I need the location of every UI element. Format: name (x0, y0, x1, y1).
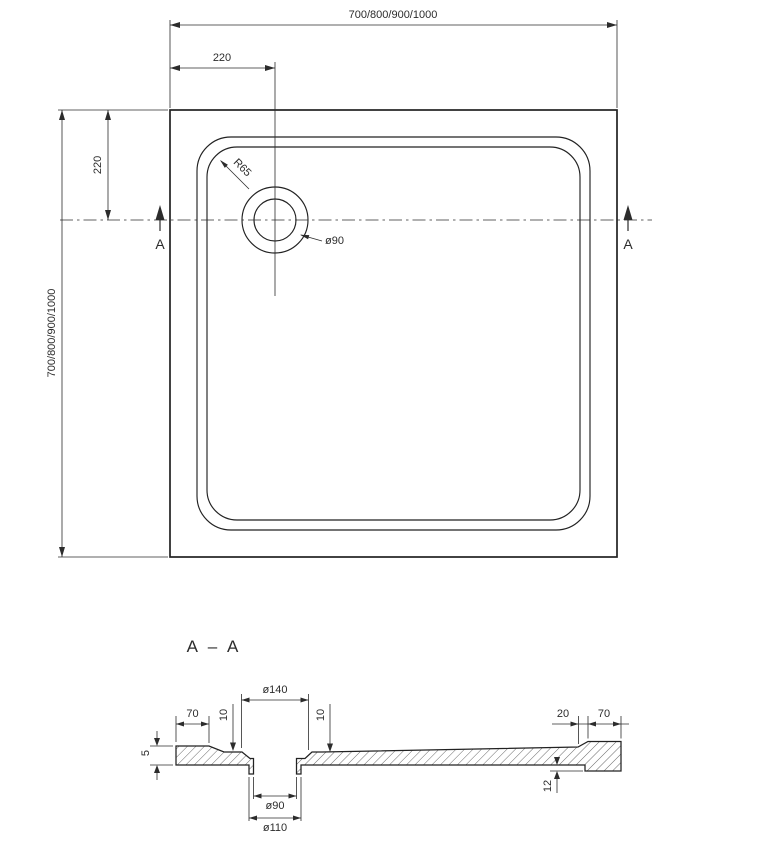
drain-diameter-callout: ø90 (300, 234, 344, 247)
section-cut-label-left: A (155, 236, 165, 252)
dim-recess-depth-left-label: 10 (218, 709, 230, 721)
dim-right-rim-label: 70 (598, 708, 610, 720)
dim-drain-hole: ø90 (253, 777, 297, 812)
dim-drain-offset-x: 220 (170, 52, 275, 71)
dim-recess-diameter: ø140 (241, 684, 309, 750)
dim-plate-thickness: 5 (140, 731, 173, 780)
dim-recess-depth-right-label: 10 (315, 709, 327, 721)
top-view: 700/800/900/1000 220 700/800/900/1000 22… (46, 9, 652, 558)
tray-outer-edge (169, 109, 618, 558)
section-title: A – A (187, 637, 242, 656)
corner-radius-label: R65 (231, 156, 254, 179)
dim-drain-offset-x-label: 220 (213, 52, 231, 64)
tray-profile-right (295, 740, 622, 775)
dim-left-rim-width-label: 70 (186, 708, 198, 720)
dim-drain-offset-y-label: 220 (92, 156, 104, 174)
corner-radius-callout: R65 (220, 156, 254, 190)
dim-rim-height-label: 12 (542, 780, 554, 792)
dim-right-rim: 20 70 (552, 708, 629, 744)
tray-rim-outer-line (196, 136, 591, 531)
dim-recess-diameter-label: ø140 (262, 684, 287, 696)
dim-top-width-label: 700/800/900/1000 (349, 9, 438, 21)
dim-drain-flange: ø110 (248, 777, 302, 834)
dim-drain-offset-y: 220 (92, 110, 111, 220)
dim-drain-flange-label: ø110 (263, 822, 287, 834)
section-view: A – A ø140 10 10 (140, 637, 629, 834)
dim-rim-height: 12 (542, 757, 583, 793)
drain-diameter-label: ø90 (325, 235, 344, 247)
dim-right-step-label: 20 (557, 708, 569, 720)
dim-left-height: 700/800/900/1000 (46, 109, 168, 558)
section-cut-marker-left: A (155, 205, 165, 252)
dim-left-rim-width: 70 (175, 708, 210, 743)
dim-left-height-label: 700/800/900/1000 (46, 289, 58, 378)
dim-plate-thickness-label: 5 (140, 750, 152, 756)
tray-rim-inner-line (206, 146, 581, 521)
section-cut-label-right: A (623, 236, 633, 252)
dim-drain-hole-label: ø90 (266, 800, 285, 812)
dim-recess-depth-left: 10 (218, 704, 236, 751)
dim-recess-depth-right: 10 (315, 704, 333, 752)
section-cut-marker-right: A (623, 205, 633, 252)
tray-profile-left (175, 745, 255, 775)
dim-top-width: 700/800/900/1000 (169, 9, 618, 108)
